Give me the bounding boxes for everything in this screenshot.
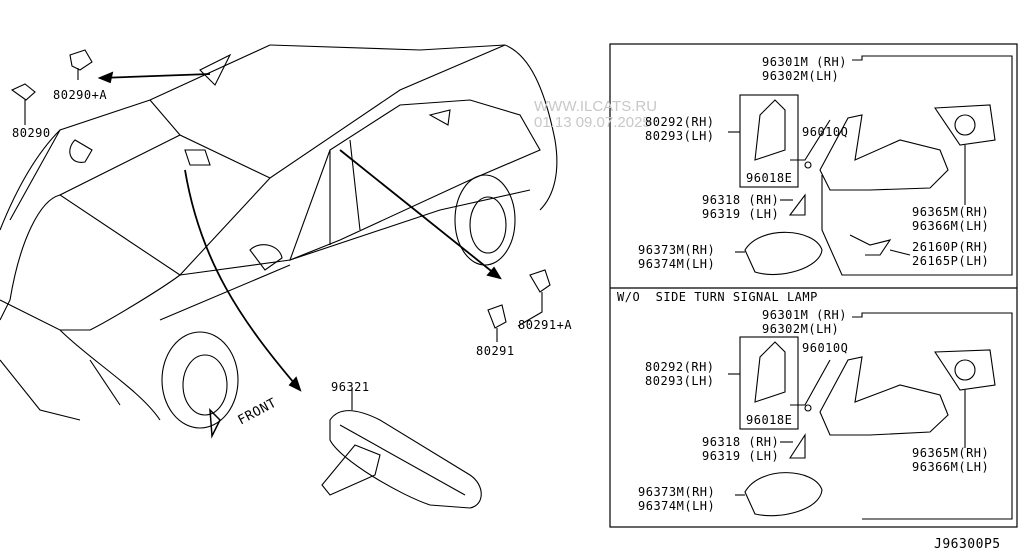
- label-cap-lh: 96374M(LH): [638, 257, 716, 271]
- label-finisher-rh: 96318 (RH): [702, 193, 780, 207]
- car-illustration: [0, 44, 558, 429]
- watermark-stamp: 01.13 09.07.2025: [534, 114, 651, 131]
- label-screw: 96010Q: [802, 125, 849, 139]
- label-glass-lh: 96366M(LH): [912, 219, 990, 233]
- bottom-panel-title: W/O SIDE TURN SIGNAL LAMP: [617, 290, 818, 304]
- rear-view-mirror-drawing: [321, 388, 482, 509]
- label-mirror-lh: 96302M(LH): [762, 69, 840, 83]
- label-finisher-lh-b: 96319 (LH): [702, 449, 780, 463]
- label-cover-rh-b: 80292(RH): [645, 360, 715, 374]
- part-label-96321: 96321: [331, 380, 370, 394]
- part-label-80291: 80291: [476, 344, 515, 358]
- label-lamp-rh: 26160P(RH): [912, 240, 990, 254]
- label-cover-lh: 80293(LH): [645, 129, 715, 143]
- label-cover-rh: 80292(RH): [645, 115, 715, 129]
- top-panel-art: [728, 55, 1013, 276]
- label-clip: 96018E: [746, 171, 793, 185]
- label-clip-b: 96018E: [746, 413, 793, 427]
- diagram-code: J96300P5: [934, 537, 1001, 552]
- part-label-80290: 80290: [12, 126, 51, 140]
- label-screw-b: 96010Q: [802, 341, 849, 355]
- watermark-site: WWW.ILCATS.RU: [534, 98, 658, 115]
- label-mirror-lh-b: 96302M(LH): [762, 322, 840, 336]
- label-glass-rh-b: 96365M(RH): [912, 446, 990, 460]
- label-mirror-rh: 96301M (RH): [762, 55, 847, 69]
- label-cap-lh-b: 96374M(LH): [638, 499, 716, 513]
- part-label-80291a: 80291+A: [518, 318, 573, 332]
- label-finisher-rh-b: 96318 (RH): [702, 435, 780, 449]
- part-label-80290a: 80290+A: [53, 88, 108, 102]
- label-finisher-lh: 96319 (LH): [702, 207, 780, 221]
- detail-panel-frame: [609, 43, 1018, 528]
- label-mirror-rh-b: 96301M (RH): [762, 308, 847, 322]
- label-lamp-lh: 26165P(LH): [912, 254, 990, 268]
- label-cap-rh: 96373M(RH): [638, 243, 716, 257]
- label-cap-rh-b: 96373M(RH): [638, 485, 716, 499]
- label-cover-lh-b: 80293(LH): [645, 374, 715, 388]
- label-glass-rh: 96365M(RH): [912, 205, 990, 219]
- label-glass-lh-b: 96366M(LH): [912, 460, 990, 474]
- clip-parts: [10, 49, 551, 439]
- bottom-panel-art: [728, 312, 1013, 520]
- leader-arrows: [97, 71, 502, 392]
